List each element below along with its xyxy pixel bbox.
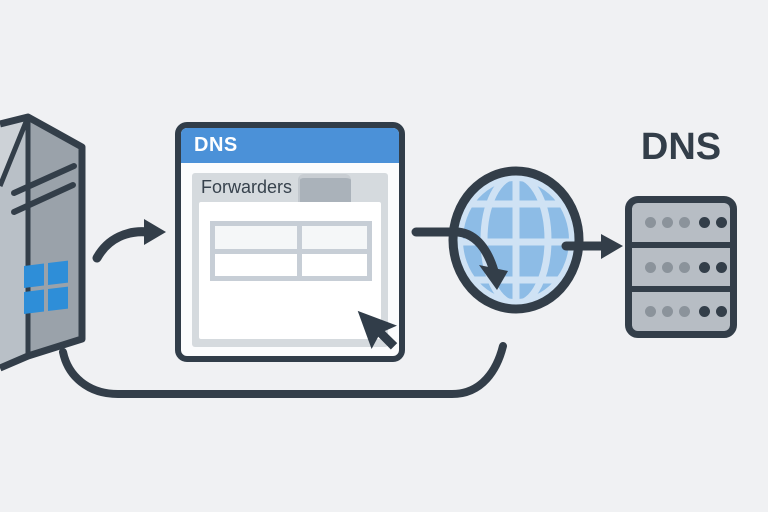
- arrow-globe-to-dns: [561, 234, 623, 259]
- led-dot: [716, 261, 727, 273]
- window-title: DNS: [194, 134, 238, 156]
- inactive-tab[interactable]: [298, 174, 351, 202]
- globe-icon: [448, 166, 584, 314]
- windows-server-tower-icon: [0, 113, 86, 372]
- led-dot: [699, 306, 710, 318]
- led-dot: [645, 261, 656, 273]
- remote-dns-label: DNS: [640, 126, 722, 168]
- led-dot: [699, 261, 710, 273]
- table-cell[interactable]: [215, 226, 297, 249]
- server-vents: [11, 163, 77, 215]
- rack-unit: [632, 247, 730, 287]
- window-titlebar: DNS: [181, 128, 399, 163]
- led-dot: [679, 216, 690, 228]
- led-dot: [699, 216, 710, 228]
- return-path-curve: [59, 342, 507, 398]
- led-dot: [679, 306, 690, 318]
- arrow-server-to-dialog: [92, 219, 166, 263]
- windows-logo-icon: [24, 260, 68, 314]
- led-dot: [662, 306, 673, 318]
- forwarders-table: [210, 221, 372, 281]
- led-dot: [662, 216, 673, 228]
- led-dot: [645, 216, 656, 228]
- forwarders-panel: Edit...: [199, 202, 381, 339]
- table-cell[interactable]: [301, 226, 367, 249]
- led-dot: [662, 261, 673, 273]
- led-dot: [716, 306, 727, 318]
- led-dot: [645, 306, 656, 318]
- led-dot: [716, 216, 727, 228]
- table-cell[interactable]: [215, 253, 297, 276]
- forwarders-tab-group: Forwarders Edit...: [192, 173, 388, 347]
- led-dot: [679, 261, 690, 273]
- table-cell[interactable]: [301, 253, 367, 276]
- mouse-cursor-icon: [357, 310, 398, 350]
- arrow-dialog-to-globe: [411, 227, 508, 290]
- server-rack-icon: [625, 196, 737, 338]
- rack-unit: [632, 203, 730, 242]
- rack-unit: [632, 292, 730, 331]
- tab-forwarders[interactable]: Forwarders: [201, 177, 293, 197]
- dns-console-window: DNS Forwarders Edit...: [175, 122, 405, 362]
